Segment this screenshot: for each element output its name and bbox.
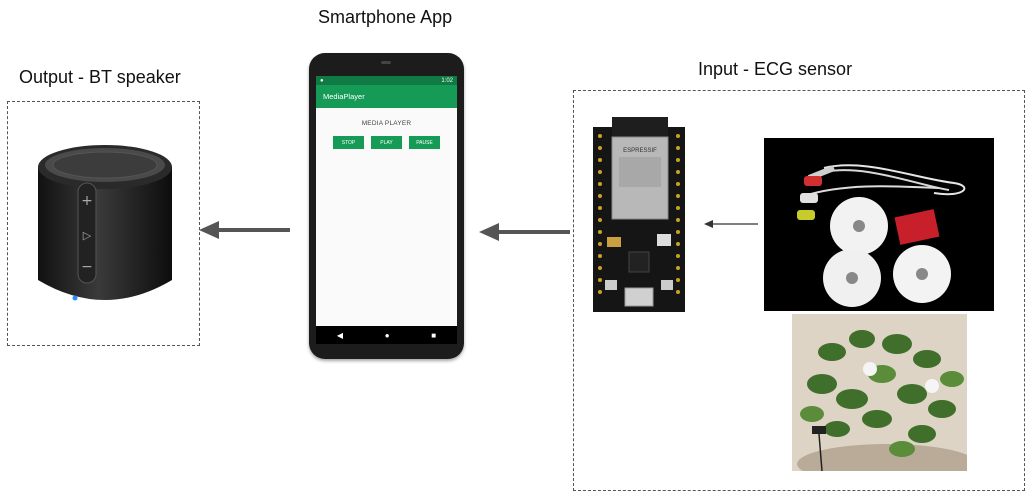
bt-speaker-image: + ▷ − <box>38 145 172 301</box>
app-label: Smartphone App <box>318 7 453 27</box>
chip-label: ESPRESSIF <box>623 148 657 154</box>
input-label: Input - ECG sensor <box>698 59 853 79</box>
back-icon[interactable]: ◀ <box>336 330 344 340</box>
arrow-app-to-speaker <box>199 221 290 239</box>
home-icon[interactable]: ● <box>384 330 390 340</box>
earpiece <box>381 61 391 64</box>
player-controls: STOP PLAY PAUSE <box>316 136 457 149</box>
input-box <box>573 90 1025 491</box>
stop-button[interactable]: STOP <box>333 136 364 149</box>
recent-apps-icon[interactable]: ■ <box>431 330 437 340</box>
app-title: MediaPlayer <box>323 92 365 101</box>
arrow-board-to-app <box>479 223 570 241</box>
ecg-sensor-kit-image <box>764 138 994 311</box>
svg-text:▷: ▷ <box>83 229 92 242</box>
nav-bar: ◀ ● ■ <box>316 326 457 344</box>
output-box <box>7 101 200 346</box>
output-label: Output - BT speaker <box>19 67 181 87</box>
app-bar: MediaPlayer <box>316 85 457 108</box>
phone-screen: ● 1:02 MediaPlayer MEDIA PLAYER STOP PLA… <box>316 76 457 326</box>
smartphone: ● 1:02 MediaPlayer MEDIA PLAYER STOP PLA… <box>309 53 464 359</box>
media-player-title: MEDIA PLAYER <box>361 120 412 127</box>
status-bar: ● 1:02 <box>316 76 457 85</box>
play-button[interactable]: PLAY <box>371 136 402 149</box>
svg-text:−: − <box>81 259 93 275</box>
settings-dot-icon: ● <box>320 77 324 84</box>
esp32-board-image: ESPRESSIF <box>593 117 685 312</box>
svg-text:+: + <box>81 193 93 209</box>
arrow-sensor-to-board <box>704 220 758 228</box>
plant-electrodes-image <box>792 314 967 471</box>
status-time: 1:02 <box>441 77 453 84</box>
pause-button[interactable]: PAUSE <box>409 136 440 149</box>
